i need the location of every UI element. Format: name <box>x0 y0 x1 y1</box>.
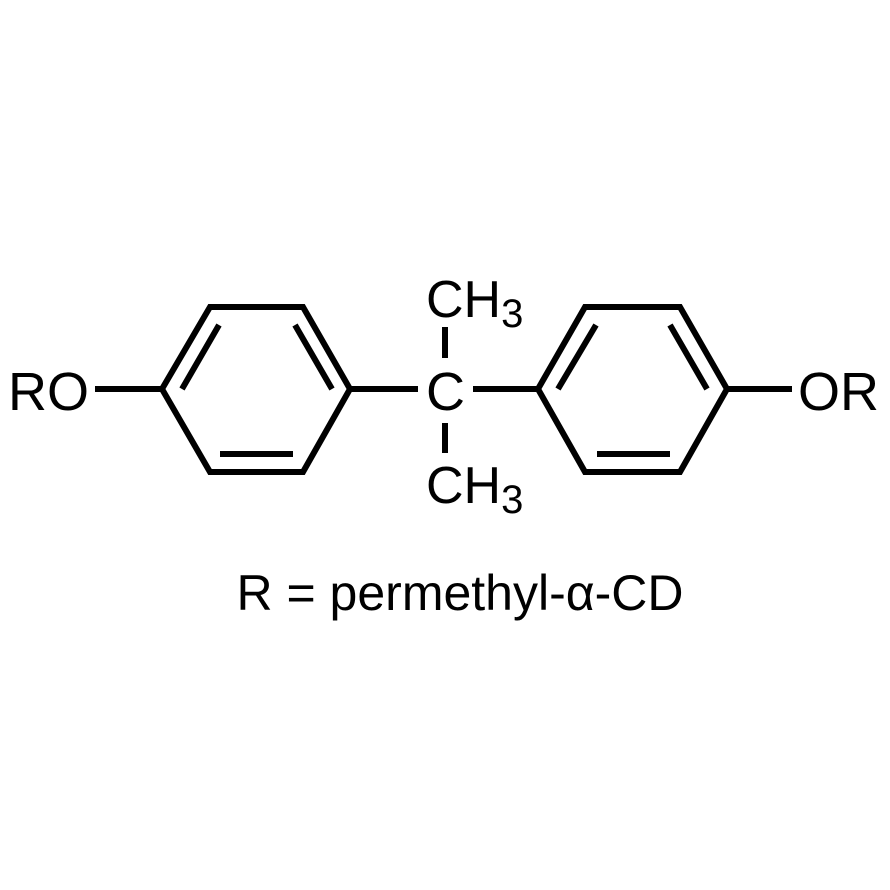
right-ring-double-bond <box>555 323 599 391</box>
right-benzene-ring <box>534 304 731 475</box>
bottom-methyl-base: CH <box>426 457 501 515</box>
right-ring-outline <box>534 304 731 475</box>
top-methyl-base: CH <box>426 271 501 329</box>
caption: R = permethyl-α-CD <box>236 565 683 621</box>
top-methyl-subscript: 3 <box>501 292 523 336</box>
left-ring-double-bond <box>292 323 335 391</box>
left-benzene-ring <box>158 304 354 475</box>
left-ring-double-bond <box>179 323 222 391</box>
right-ring-double-bond <box>667 323 710 391</box>
bottom-methyl-subscript: 3 <box>501 478 523 522</box>
central-carbon-label: C <box>426 362 465 422</box>
left-substituent-label: RO <box>8 362 89 422</box>
left-ring-outline <box>158 304 354 475</box>
right-substituent-label: OR <box>798 362 879 422</box>
bottom-methyl-label: CH3 <box>426 457 523 522</box>
top-methyl-label: CH3 <box>426 271 523 336</box>
